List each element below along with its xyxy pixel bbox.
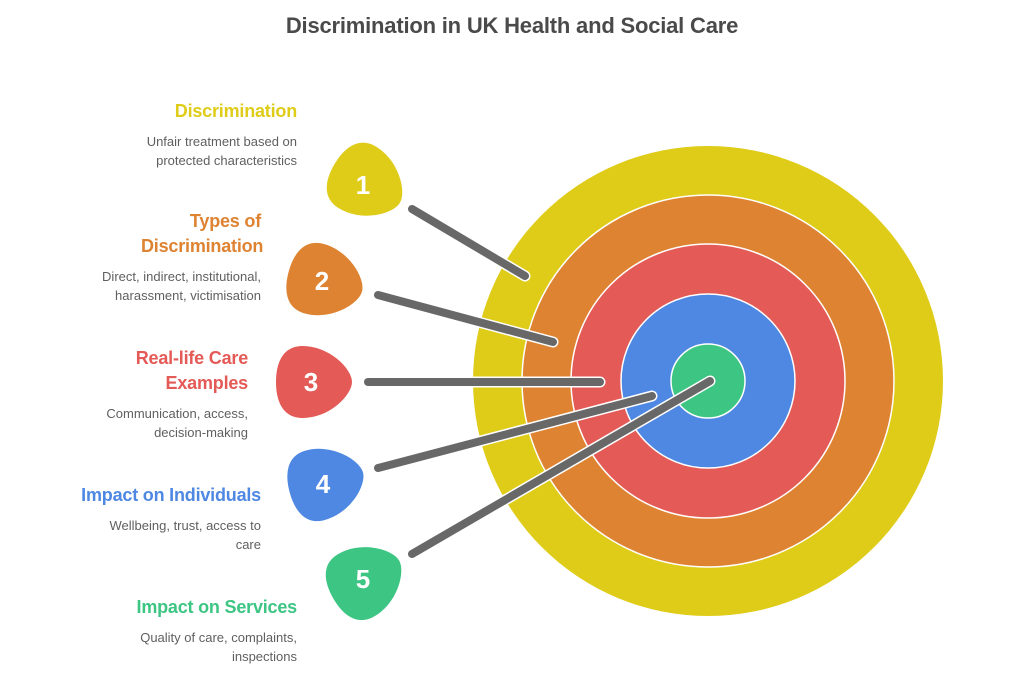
dart-number-5: 5 — [356, 564, 370, 594]
diagram-title: Discrimination in UK Health and Social C… — [285, 13, 739, 38]
item-5-label: Impact on Services Quality of care, comp… — [77, 595, 298, 666]
item-5-heading: Impact on Services — [136, 597, 298, 617]
item-2-label: Types of Discrimination Direct, indirect… — [41, 209, 264, 305]
dart-shaft-4 — [374, 392, 656, 472]
item-4-description: Wellbeing, trust, access to care — [109, 518, 262, 552]
item-4-heading: Impact on Individuals — [81, 485, 261, 505]
item-3-label: Real-life Care Examples Communication, a… — [48, 346, 248, 442]
dart-number-1: 1 — [356, 170, 370, 200]
item-1-heading: Discrimination — [174, 101, 297, 121]
dart-shaft-2 — [374, 291, 557, 346]
item-3-description: Communication, access, decision-making — [106, 406, 248, 440]
dart-shaft-1 — [408, 205, 529, 280]
item-5-description: Quality of care, complaints, inspections — [140, 630, 297, 664]
item-1-label: Discrimination Unfair treatment based on… — [77, 99, 298, 170]
dart-shaft-5 — [408, 377, 714, 558]
item-1-description: Unfair treatment based on protected char… — [146, 134, 297, 168]
item-3-heading: Real-life Care Examples — [135, 348, 248, 393]
dart-number-3: 3 — [304, 367, 318, 397]
dart-number-4: 4 — [316, 469, 331, 499]
dart-shafts — [362, 203, 716, 560]
item-2-description: Direct, indirect, institutional, harassm… — [102, 269, 261, 303]
item-4-label: Impact on Individuals Wellbeing, trust, … — [41, 483, 261, 554]
item-2-heading: Types of Discrimination — [141, 211, 264, 256]
dart-number-2: 2 — [315, 266, 329, 296]
